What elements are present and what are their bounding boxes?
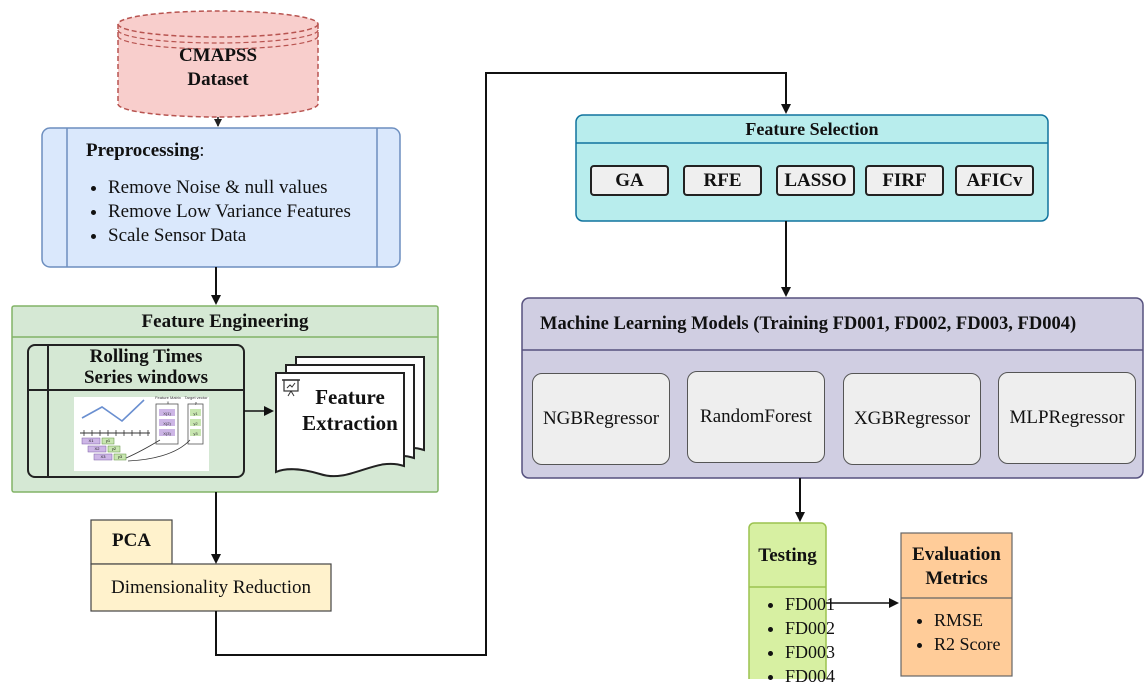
testing-item: FD003 xyxy=(785,640,835,664)
dataset-cylinder xyxy=(117,10,319,118)
dataset-label: CMAPSS Dataset xyxy=(128,44,308,92)
mini-seq-label: X2 xyxy=(94,446,100,451)
rolling-window-illustration xyxy=(74,397,209,471)
mini-matrix-cell: X(3) xyxy=(163,431,171,436)
mini-matrix-cells: X(1) X(2) X(3) xyxy=(159,409,175,439)
preprocessing-title: Preprocessing xyxy=(86,140,200,161)
evaluation-title: Evaluation Metrics xyxy=(901,543,1012,591)
pca-tab xyxy=(90,519,173,565)
mini-target-cells: y1 y2 y3 xyxy=(190,409,201,439)
model-randomforest: RandomForest xyxy=(687,371,825,463)
ml-models-box xyxy=(521,297,1144,479)
connectors xyxy=(211,72,899,656)
mini-feature-matrix-label: Feature Matrix X xyxy=(150,395,186,405)
evaluation-title-line2: Metrics xyxy=(925,568,988,589)
mini-matrix-cell: X(2) xyxy=(163,421,171,426)
testing-box xyxy=(748,522,827,679)
preprocessing-item: Scale Sensor Data xyxy=(108,224,371,248)
rolling-windows-line2: Series windows xyxy=(83,367,209,388)
model-mlpregressor: MLPRegressor xyxy=(998,372,1136,464)
mini-target-cell: y3 xyxy=(193,431,198,436)
mini-target-vector-text: Target vector xyxy=(184,395,208,400)
preprocessing-heading: Preprocessing: xyxy=(86,140,371,162)
mini-target-vector-label: Target vector y xyxy=(184,395,208,405)
mini-seq-label: y1 xyxy=(105,438,111,443)
method-chip-aficv: AFICv xyxy=(955,165,1034,196)
dimensionality-reduction-label: Dimensionality Reduction xyxy=(110,577,311,598)
feature-extraction-label: Feature Extraction xyxy=(300,384,400,436)
method-chip-firf: FIRF xyxy=(865,165,944,196)
method-chip-lasso: LASSO xyxy=(776,165,855,196)
mini-seq-label: y3 xyxy=(117,454,123,459)
feature-extraction-line2: Extraction xyxy=(302,411,398,435)
mini-feature-matrix-sub: X xyxy=(166,400,170,405)
testing-item: FD004 xyxy=(785,664,835,688)
preprocessing-item: Remove Noise & null values xyxy=(108,176,371,200)
ml-models-title: Machine Learning Models (Training FD001,… xyxy=(540,314,1077,334)
mini-target-cell: y2 xyxy=(193,421,198,426)
method-chip-rfe: RFE xyxy=(683,165,762,196)
presentation-icon xyxy=(282,379,300,397)
preprocessing-colon: : xyxy=(199,140,205,161)
evaluation-title-line1: Evaluation xyxy=(912,544,1001,565)
mini-seq-label: X3 xyxy=(100,454,106,459)
preprocessing-content: Preprocessing: Remove Noise & null value… xyxy=(86,140,371,248)
pca-label: PCA xyxy=(111,530,152,551)
evaluation-item: RMSE xyxy=(934,608,1001,632)
preprocessing-item: Remove Low Variance Features xyxy=(108,200,371,224)
feature-extraction-document xyxy=(275,356,425,478)
testing-item: FD002 xyxy=(785,616,835,640)
testing-item: FD001 xyxy=(785,592,835,616)
dataset-subtitle: Dataset xyxy=(187,69,249,90)
dataset-name: CMAPSS xyxy=(178,45,258,66)
feature-engineering-title: Feature Engineering xyxy=(141,311,309,332)
testing-title: Testing xyxy=(758,545,817,566)
mini-target-vector-sub: y xyxy=(195,400,197,405)
preprocessing-list: Remove Noise & null values Remove Low Va… xyxy=(86,176,371,248)
model-xgbregressor: XGBRegressor xyxy=(843,373,981,465)
testing-list: FD001 FD002 FD003 FD004 xyxy=(763,592,835,688)
feature-extraction-line1: Feature xyxy=(315,385,385,409)
feature-selection-title: Feature Selection xyxy=(745,119,879,139)
mini-seq-label: X1 xyxy=(88,438,94,443)
model-ngbregressor: NGBRegressor xyxy=(532,373,670,465)
evaluation-item: R2 Score xyxy=(934,632,1001,656)
evaluation-box xyxy=(900,532,1013,677)
rolling-windows-title: Rolling Times Series windows xyxy=(48,346,244,388)
dimensionality-reduction-box xyxy=(90,563,332,612)
rolling-windows-line1: Rolling Times xyxy=(89,346,203,367)
mini-seq-label: y2 xyxy=(111,446,117,451)
preprocessing-box xyxy=(41,127,401,268)
method-chip-ga: GA xyxy=(590,165,669,196)
evaluation-list: RMSE R2 Score xyxy=(912,608,1001,656)
mini-feature-matrix-text: Feature Matrix xyxy=(155,395,181,400)
mini-matrix-cell: X(1) xyxy=(163,411,171,416)
mini-target-cell: y1 xyxy=(193,411,198,416)
